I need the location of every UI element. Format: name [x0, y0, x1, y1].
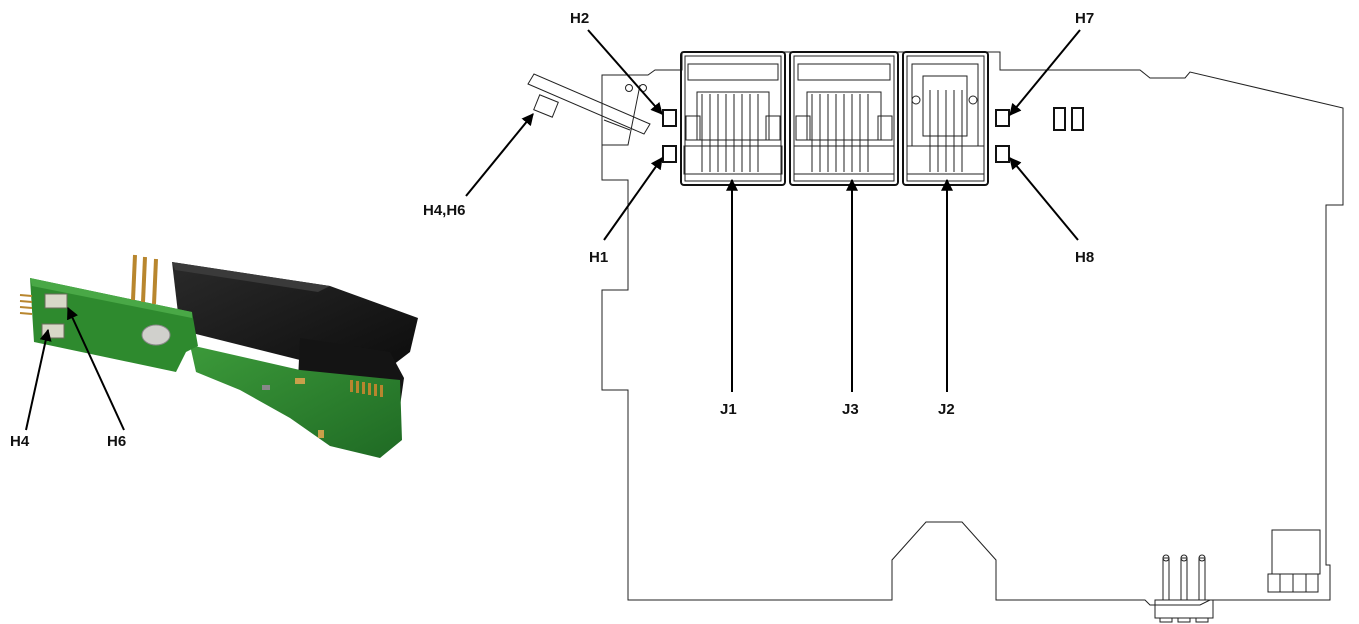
label-h4: H4: [10, 433, 30, 450]
main-pcb: [190, 345, 402, 458]
connector-j2: [902, 51, 989, 186]
connector-j3: [789, 51, 899, 186]
sensor-stick: [527, 73, 651, 135]
board-outline: [601, 51, 1344, 606]
module-photo: [19, 254, 418, 458]
label-h2: H2: [570, 10, 589, 27]
sensor-h6: [44, 293, 68, 309]
label-h7: H7: [1075, 10, 1094, 27]
label-h4h6: H4,H6: [423, 202, 466, 219]
bottom-header: [1154, 554, 1214, 623]
connector-j1: [680, 51, 786, 186]
label-h6: H6: [107, 433, 126, 450]
header-pins: [131, 254, 158, 305]
chip-pins: [350, 380, 383, 397]
label-j3: J3: [842, 401, 859, 418]
connector-block: [172, 262, 418, 375]
label-j2: J2: [938, 401, 955, 418]
label-h8: H8: [1075, 249, 1094, 266]
label-j1: J1: [720, 401, 737, 418]
bottom-right-component: [1267, 529, 1321, 593]
silver-component: [141, 324, 171, 346]
sensor-h4: [41, 323, 65, 339]
sensor-pads: [662, 107, 1084, 163]
label-h1: H1: [589, 249, 608, 266]
sensor-pcb: [30, 278, 198, 372]
